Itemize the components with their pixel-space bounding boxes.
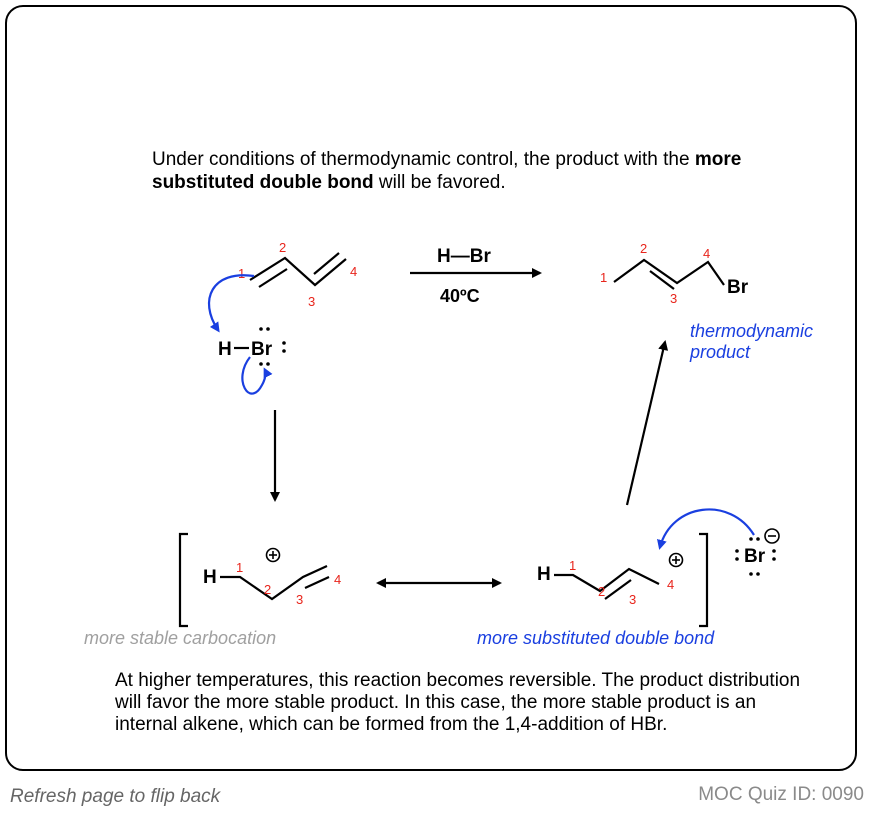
intro-bold: more substituted double bond [152, 149, 742, 193]
atom-number: 1 [569, 558, 576, 573]
atom-number: 2 [279, 240, 286, 255]
atom-number: 1 [236, 560, 243, 575]
step-arrow [625, 340, 669, 506]
allyl-cation-right [554, 567, 660, 600]
h-atom: H [218, 339, 232, 360]
thermo-label: thermodynamic [690, 321, 813, 341]
atom-number: 4 [350, 264, 357, 279]
curved-arrow [657, 508, 755, 550]
product-molecule [613, 258, 725, 290]
intro-text: Under conditions of thermodynamic contro… [152, 148, 802, 194]
atom-number: 2 [640, 241, 647, 256]
reagent-bottom: 40ºC [440, 286, 480, 306]
reagent-top: H—Br [437, 246, 491, 267]
atom-number: 4 [703, 246, 710, 261]
butadiene-molecule [249, 252, 347, 288]
hbr-molecule: H Br [218, 327, 286, 366]
product-br: Br [727, 277, 749, 298]
stable-cation-label: more stable carbocation [84, 628, 276, 648]
br-atom: Br [251, 339, 273, 360]
bracket-left [178, 532, 188, 628]
more-substituted-label: more substituted double bond [477, 628, 715, 648]
br-anion-atom: Br [744, 546, 766, 567]
cation-h: H [537, 564, 551, 585]
atom-number: 1 [238, 266, 245, 281]
atom-number: 3 [670, 291, 677, 306]
flip-hint[interactable]: Refresh page to flip back [10, 786, 221, 807]
atom-number: 4 [667, 577, 674, 592]
intro-part2: will be favored. [373, 172, 506, 193]
atom-number: 4 [334, 572, 341, 587]
minus-charge-icon [764, 528, 780, 544]
atom-number: 3 [308, 294, 315, 309]
curved-arrow [241, 356, 273, 395]
explanation-text: At higher temperatures, this reaction be… [115, 670, 801, 735]
curved-arrow [208, 274, 255, 333]
atom-number: 3 [296, 592, 303, 607]
quiz-id: MOC Quiz ID: 0090 [698, 784, 864, 805]
atom-number: 1 [600, 270, 607, 285]
bracket-right [699, 532, 709, 628]
atom-number: 2 [598, 584, 605, 599]
atom-number: 3 [629, 592, 636, 607]
atom-number: 2 [264, 582, 271, 597]
flashcard[interactable] [5, 5, 857, 771]
plus-charge-icon [265, 547, 281, 563]
intro-part1: Under conditions of thermodynamic contro… [152, 149, 695, 170]
bromide-anion: Br [735, 528, 780, 576]
cation-h: H [203, 567, 217, 588]
plus-charge-icon [668, 552, 684, 568]
thermo-label: product [689, 342, 751, 362]
allyl-cation-left [220, 565, 330, 601]
